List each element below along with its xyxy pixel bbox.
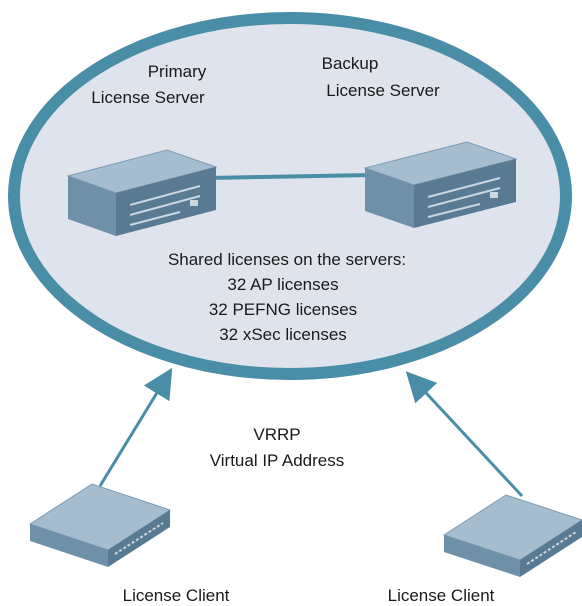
server-link-line [204,173,373,180]
right-client-switch-icon [442,494,582,577]
backup-server-label-line2: License Server [326,81,440,100]
right-client-arrow [405,371,524,498]
license-item-pefng: 32 PEFNG licenses [209,300,357,319]
left-client-label: License Client [123,586,230,605]
license-item-xsec: 32 xSec licenses [219,325,347,344]
server-cluster-ellipse [8,12,572,380]
virtual-ip-label: Virtual IP Address [210,451,345,470]
left-client-switch-icon [28,483,172,567]
backup-server-icon [363,141,518,228]
left-client-arrow [98,367,173,487]
vrrp-label: VRRP [253,425,300,444]
primary-server-label-line2: License Server [91,88,205,107]
backup-server-label-line1: Backup [322,54,379,73]
primary-server-icon [66,149,218,236]
shared-licenses-heading: Shared licenses on the servers: [168,250,406,269]
primary-server-label-line1: Primary [148,62,207,81]
right-client-label: License Client [388,586,495,605]
license-item-ap: 32 AP licenses [227,275,338,294]
